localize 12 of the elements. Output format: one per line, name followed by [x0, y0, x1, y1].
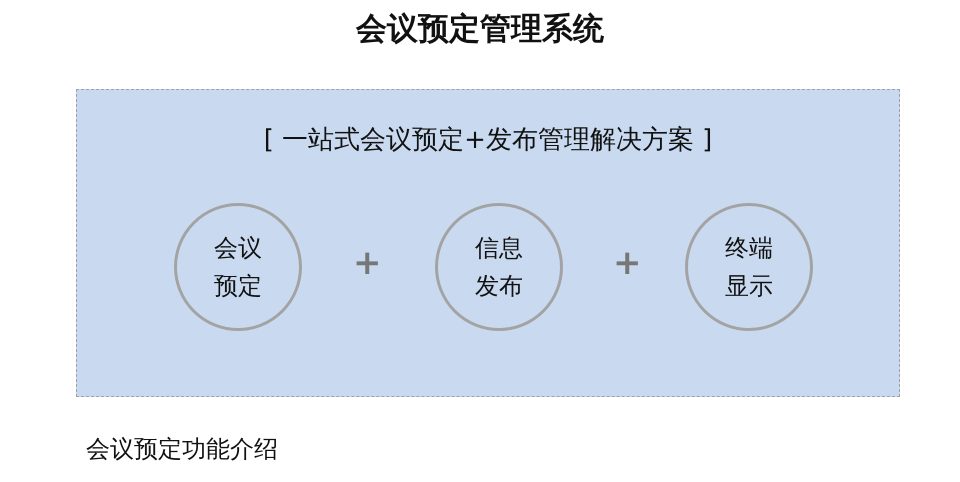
diagram-title: 会议预定管理系统	[354, 10, 605, 49]
circle-label: 信息发布	[474, 233, 524, 302]
circle-outline	[174, 203, 302, 331]
circle-outline	[435, 203, 563, 331]
circle-label: 会议预定	[213, 233, 263, 302]
plus-sign: +	[353, 243, 382, 283]
circle-label: 终端显示	[724, 233, 774, 302]
caption: 会议预定功能介绍	[86, 434, 278, 465]
dashed-panel	[76, 89, 900, 397]
plus-sign: +	[613, 243, 642, 283]
circle-outline	[685, 203, 813, 331]
panel-heading: [ 一站式会议预定+发布管理解决方案 ]	[262, 124, 714, 157]
